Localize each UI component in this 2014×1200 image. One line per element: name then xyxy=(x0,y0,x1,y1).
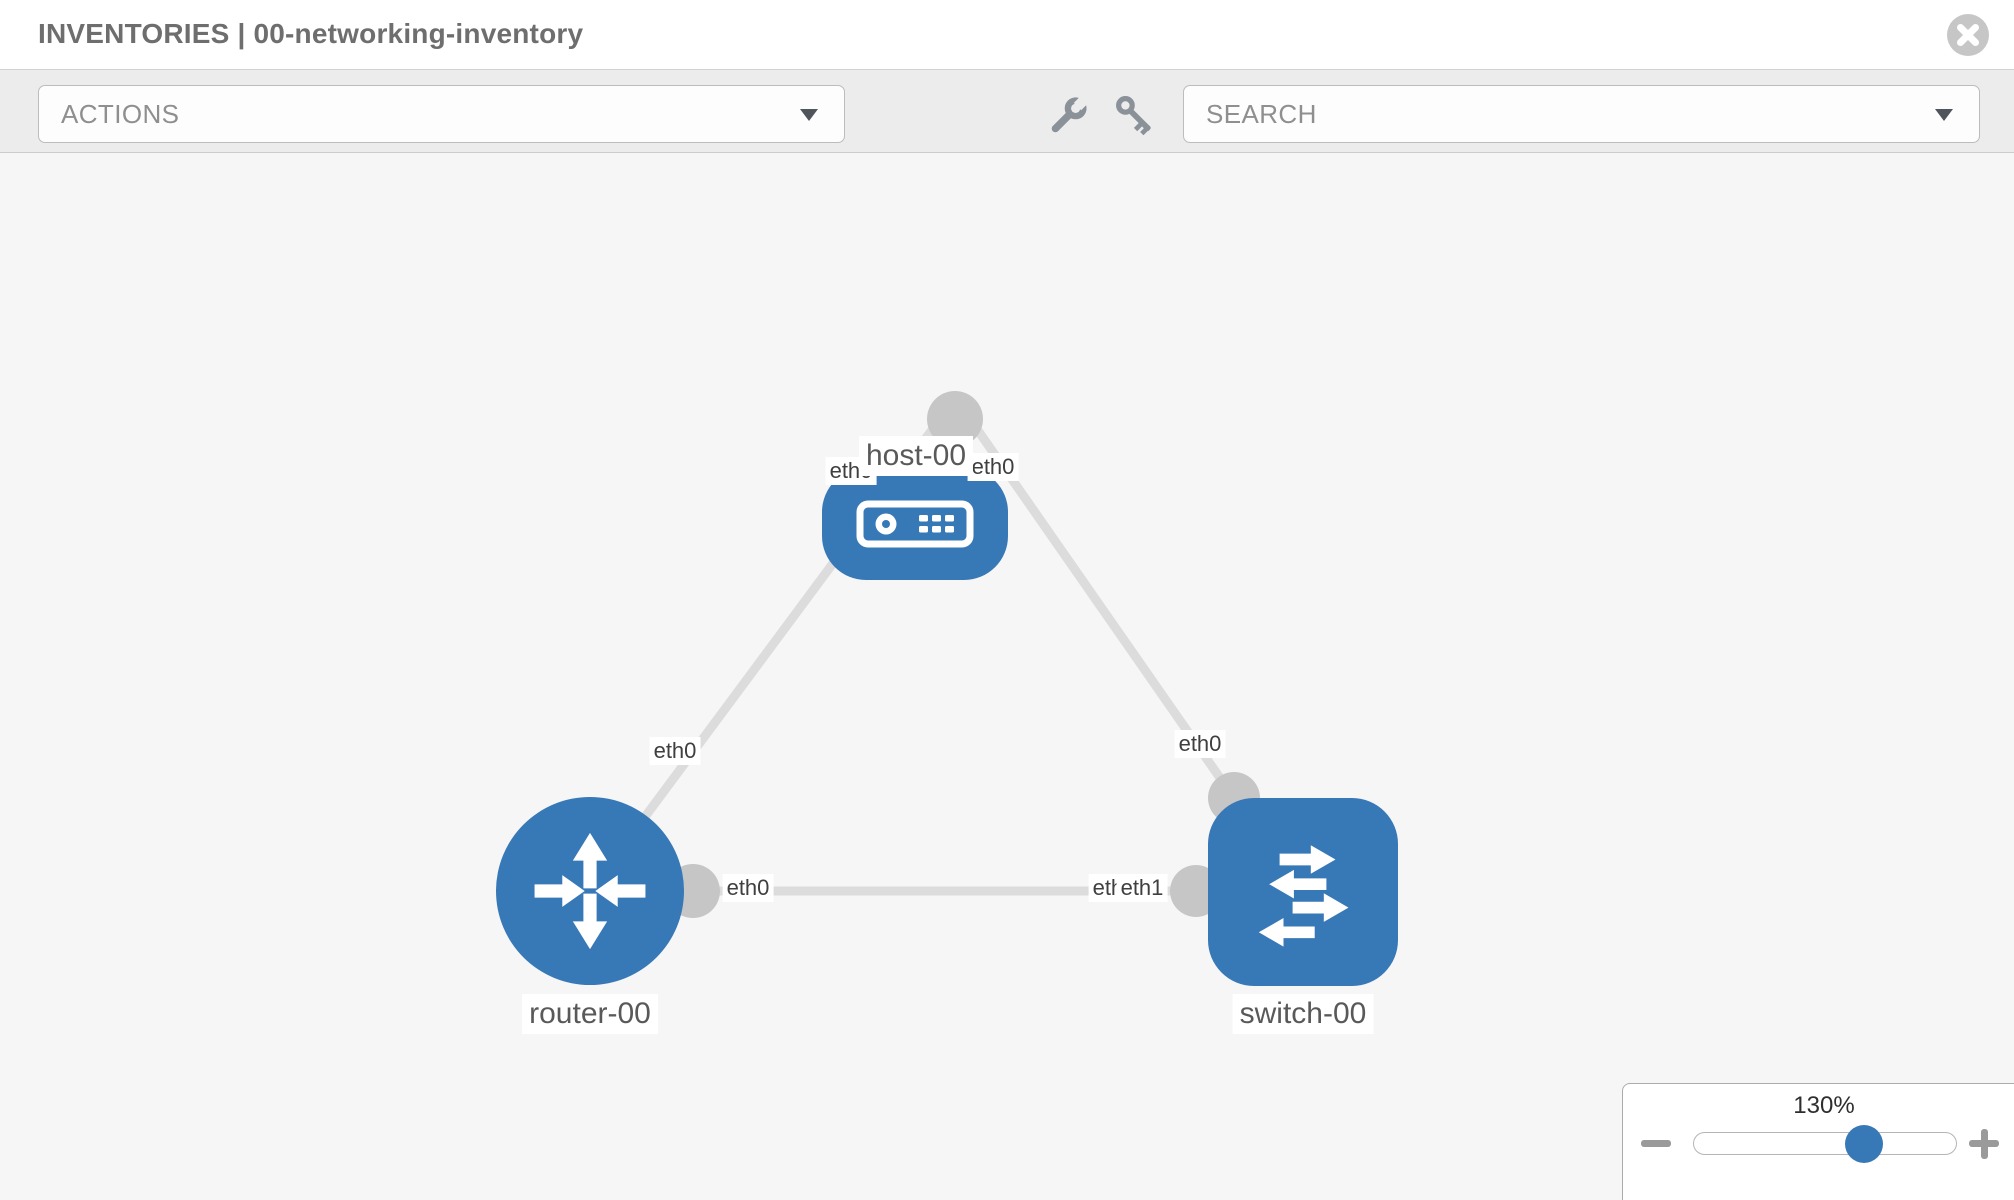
node-switch-00[interactable] xyxy=(1208,798,1398,986)
close-icon xyxy=(1947,14,1989,56)
wrench-icon xyxy=(1051,94,1090,133)
key-icon xyxy=(1116,96,1151,136)
adhoc-commands-button[interactable] xyxy=(1044,90,1094,140)
switch-icon xyxy=(1258,845,1349,947)
node-host-00[interactable] xyxy=(822,468,1008,580)
node-router-00[interactable] xyxy=(496,797,684,985)
topology-canvas[interactable]: eth0 eth0 eth0 eth0 eth0 eth0 eth1 host-… xyxy=(0,153,2014,1200)
interface-label: eth0 xyxy=(649,737,701,765)
host-icon xyxy=(856,500,974,548)
search-dropdown[interactable]: SEARCH xyxy=(1183,85,1980,143)
links-layer xyxy=(586,391,1260,918)
interface-connector-host xyxy=(927,391,983,447)
node-label-router: router-00 xyxy=(522,994,658,1034)
toolbar: ACTIONS xyxy=(0,70,2014,153)
node-label-switch: switch-00 xyxy=(1232,994,1374,1034)
zoom-out-button[interactable] xyxy=(1635,1122,1677,1164)
zoom-level-label: 130% xyxy=(1793,1092,1855,1119)
interface-label: eth1 xyxy=(1116,874,1168,902)
actions-dropdown[interactable]: ACTIONS xyxy=(38,85,845,143)
node-label-host: host-00 xyxy=(858,436,974,476)
header: INVENTORIES | 00-networking-inventory xyxy=(0,0,2014,70)
zoom-slider-thumb[interactable] xyxy=(1845,1125,1883,1163)
minus-icon xyxy=(1641,1140,1671,1147)
interface-label: eth0 xyxy=(1174,730,1226,758)
actions-dropdown-label: ACTIONS xyxy=(61,98,180,129)
chevron-down-icon xyxy=(1935,109,1953,121)
credentials-button[interactable] xyxy=(1110,90,1160,140)
interface-label: eth0 xyxy=(722,874,774,902)
zoom-panel: 130% xyxy=(1622,1083,2014,1200)
chevron-down-icon xyxy=(800,109,818,121)
close-button[interactable] xyxy=(1946,13,1990,57)
search-dropdown-label: SEARCH xyxy=(1206,98,1317,129)
router-icon xyxy=(534,832,646,950)
zoom-in-button[interactable] xyxy=(1963,1122,2005,1164)
interface-label: eth0 xyxy=(967,453,1019,481)
page-title: INVENTORIES | 00-networking-inventory xyxy=(38,18,584,49)
zoom-slider[interactable] xyxy=(1693,1132,1957,1155)
